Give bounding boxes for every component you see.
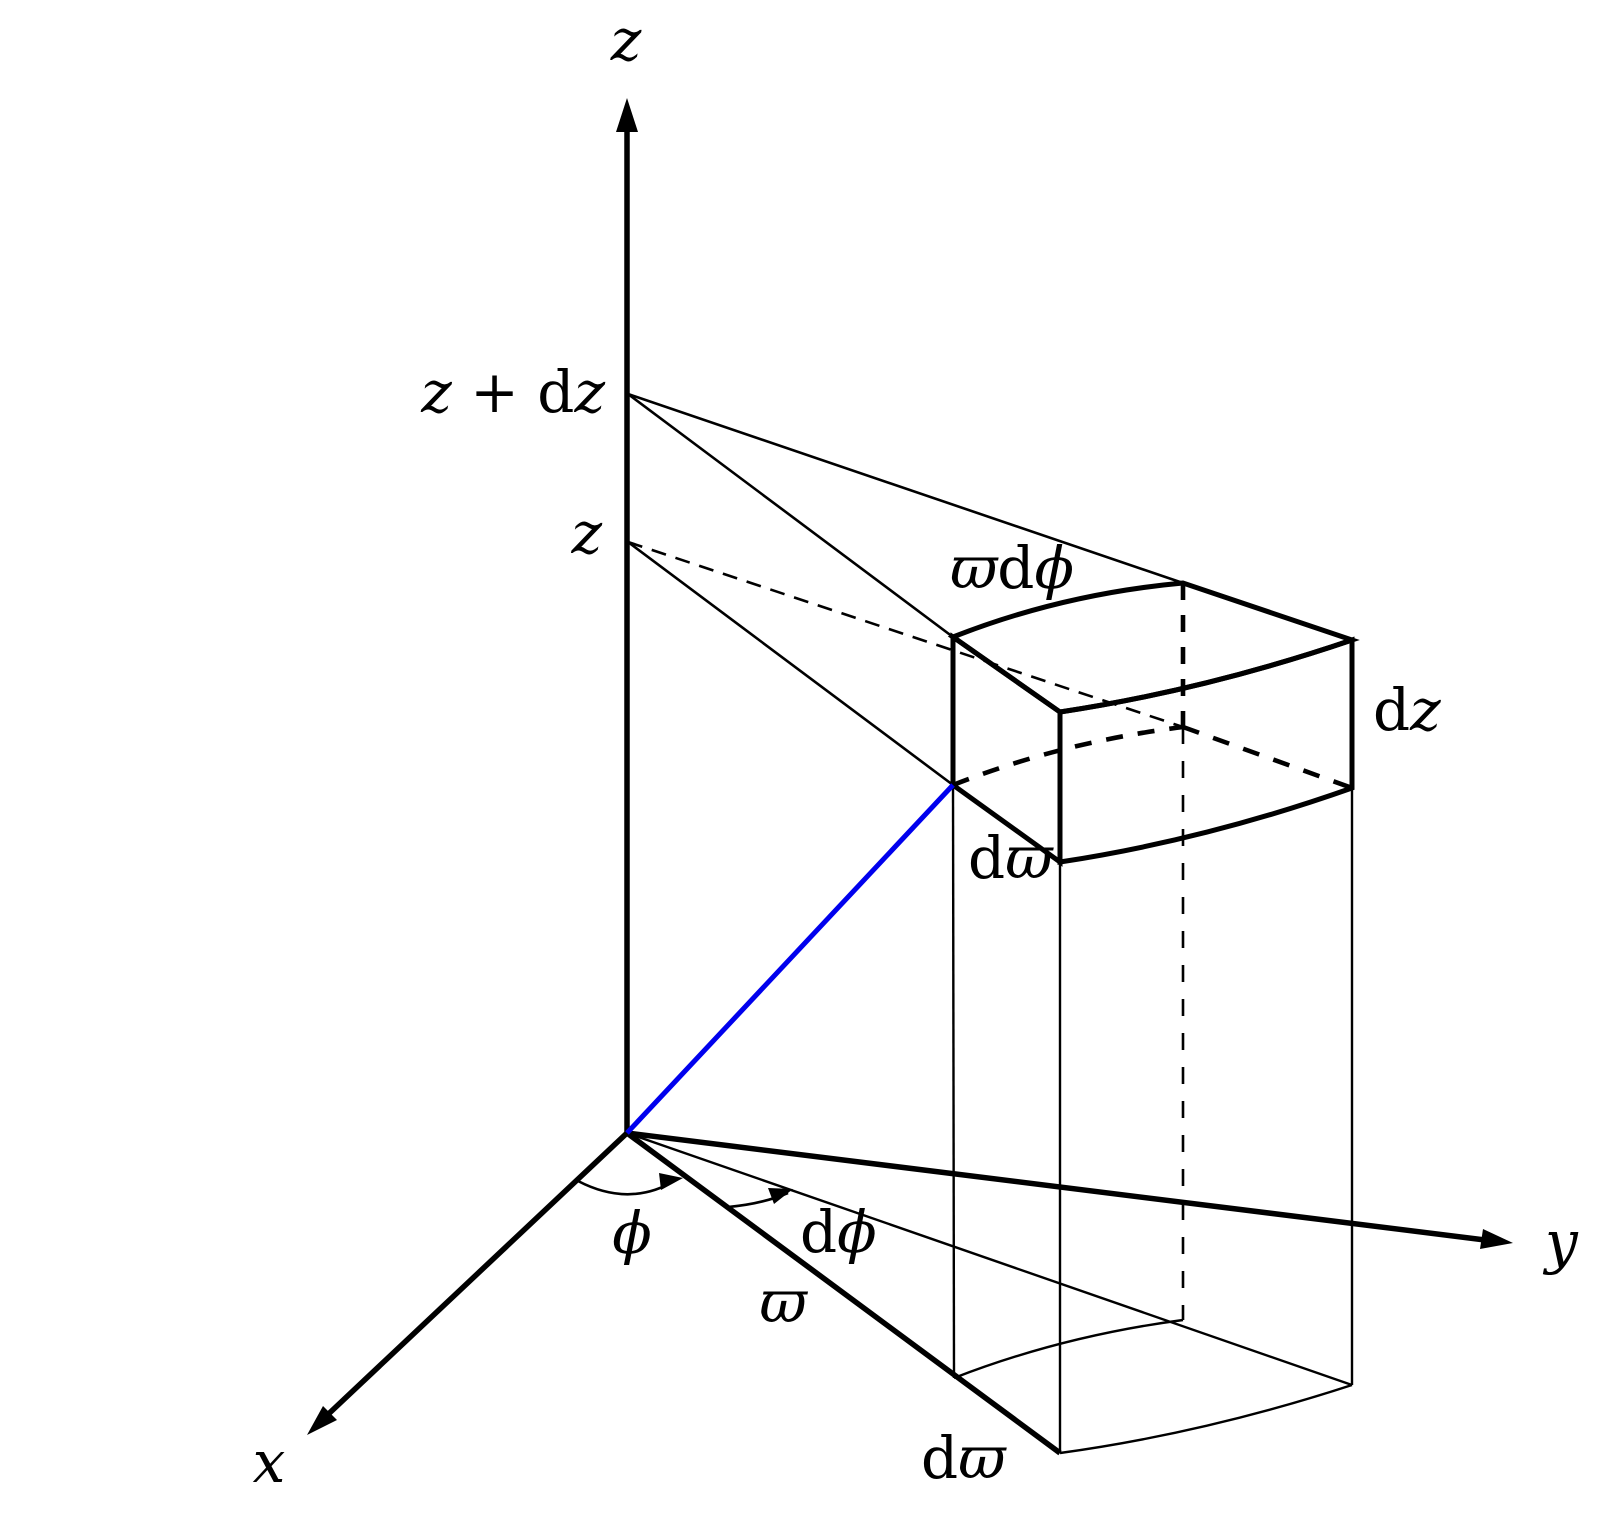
z-plus-dz-label-z1: z bbox=[420, 358, 452, 426]
z-plus-dz-to-back-corner-line bbox=[627, 392, 1184, 585]
volume-outer-face bbox=[1057, 636, 1355, 865]
dphi-label-d: d bbox=[800, 1198, 837, 1266]
z-plus-dz-to-inner-corner-line bbox=[627, 392, 954, 639]
dvarpi-base-label-d: d bbox=[921, 1424, 958, 1492]
varpi-radial-line bbox=[625, 1130, 1062, 1456]
dz-label-d: d bbox=[1373, 676, 1410, 744]
dvarpi-base-label-varpi: ϖ bbox=[958, 1424, 1007, 1492]
x-axis-arrowhead bbox=[307, 1406, 337, 1435]
phi-label: ϕ bbox=[612, 1199, 652, 1267]
varpi-dphi-label-varpi: ϖ bbox=[950, 534, 999, 602]
y-axis-label: y bbox=[1542, 1208, 1579, 1276]
dz-label: dz bbox=[1373, 676, 1441, 744]
z-plus-dz-label-plus: + bbox=[452, 358, 537, 426]
dphi-angle-arrowhead bbox=[768, 1188, 793, 1204]
z-axis-arrowhead bbox=[616, 98, 638, 132]
column-base-inner-arc bbox=[953, 1318, 1184, 1380]
phi-plus-dphi-radial-line bbox=[626, 1131, 1353, 1387]
varpi-dphi-label-d: d bbox=[997, 534, 1034, 602]
z-plus-dz-label: z + dz bbox=[420, 358, 605, 426]
dphi-label: dϕ bbox=[800, 1198, 877, 1266]
hidden-radial-edge bbox=[1182, 724, 1353, 791]
z-level-label: z bbox=[570, 499, 602, 567]
column-base-outer-arc bbox=[1059, 1383, 1353, 1455]
varpi-label: ϖ bbox=[759, 1268, 808, 1336]
dvarpi-base-label: dϖ bbox=[921, 1424, 1007, 1492]
z-axis-label: z bbox=[610, 6, 642, 74]
varpi-dphi-label: ϖdϕ bbox=[950, 534, 1074, 602]
x-axis-line bbox=[319, 1130, 629, 1424]
y-axis-arrowhead bbox=[1480, 1229, 1513, 1249]
column-inner-front-edge bbox=[951, 784, 956, 1379]
z-level-hidden-radial-line bbox=[627, 540, 1184, 729]
y-axis-line bbox=[626, 1130, 1486, 1243]
varpi-dphi-label-phi: ϕ bbox=[1034, 534, 1074, 602]
position-vector-line bbox=[625, 783, 955, 1135]
dvarpi-box-label-d: d bbox=[968, 824, 1005, 892]
z-level-to-inner-corner-line bbox=[627, 540, 954, 787]
phi-angle-arrowhead bbox=[659, 1173, 683, 1190]
x-axis-label: x bbox=[253, 1428, 286, 1496]
dvarpi-box-label: dϖ bbox=[968, 824, 1054, 892]
hidden-inner-arc-edge bbox=[952, 724, 1184, 788]
dphi-label-phi: ϕ bbox=[837, 1198, 877, 1266]
dvarpi-box-label-varpi: ϖ bbox=[1005, 824, 1054, 892]
z-plus-dz-label-z2: z bbox=[573, 358, 605, 426]
z-plus-dz-label-d: d bbox=[537, 358, 574, 426]
dz-label-z: z bbox=[1409, 676, 1441, 744]
